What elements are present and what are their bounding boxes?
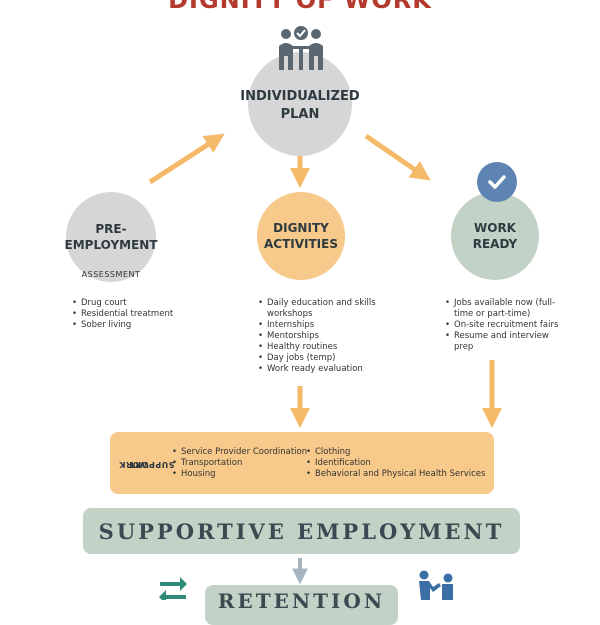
dignity-activities-list: Daily education and skills workshops Int… xyxy=(258,298,388,375)
arrow-plan-to-work-ready xyxy=(364,133,431,181)
checkmark-glyph xyxy=(488,175,506,189)
exchange-arrows-icon xyxy=(159,577,187,600)
pre-employment-label-line2: EMPLOYMENT xyxy=(64,238,158,252)
list-item: Behavioral and Physical Health Services xyxy=(306,469,486,480)
list-item: Transportation xyxy=(172,458,312,469)
plan-label-line1: INDIVIDUALIZED xyxy=(240,89,360,104)
list-item: Housing xyxy=(172,469,312,480)
dignity-label-line1: DIGNITY xyxy=(273,221,329,235)
list-item: Work ready evaluation xyxy=(258,364,388,375)
list-item: Residential treatment xyxy=(72,309,212,320)
dignity-activities-circle: DIGNITY ACTIVITIES xyxy=(257,192,345,280)
helping-hand-people-icon xyxy=(419,570,453,600)
list-item: Drug court xyxy=(72,298,212,309)
work-ready-list: Jobs available now (full-time or part-ti… xyxy=(445,298,565,353)
list-item: Internships xyxy=(258,320,388,331)
people-meeting-icon xyxy=(279,26,323,70)
arrow-pre-to-plan xyxy=(148,133,225,185)
work-ready-label-line1: WORK xyxy=(474,221,516,235)
list-item: Mentorships xyxy=(258,331,388,342)
supportive-employment-box: SUPPORTIVE EMPLOYMENT xyxy=(83,508,520,554)
plan-label-line2: PLAN xyxy=(280,107,320,122)
list-item: Clothing xyxy=(306,447,486,458)
list-item: Healthy routines xyxy=(258,342,388,353)
list-item: Resume and interview prep xyxy=(445,331,565,353)
pre-employment-circle: PRE- EMPLOYMENT xyxy=(64,192,158,282)
list-item: Sober living xyxy=(72,320,212,331)
list-item: Jobs available now (full-time or part-ti… xyxy=(445,298,565,320)
work-support-label: WORK SUPPORT xyxy=(119,440,175,488)
page-title: DIGNITY OF WORK xyxy=(168,0,432,14)
work-support-list-col2: Clothing Identification Behavioral and P… xyxy=(306,447,486,480)
work-support-list-col1: Service Provider Coordination Transporta… xyxy=(172,447,312,480)
list-item: Identification xyxy=(306,458,486,469)
list-item: Daily education and skills workshops xyxy=(258,298,388,320)
checkmark-icon xyxy=(477,162,517,202)
pre-employment-list: Drug court Residential treatment Sober l… xyxy=(72,298,212,331)
work-ready-circle: WORK READY xyxy=(451,192,539,280)
pre-employment-label-line1: PRE- xyxy=(95,222,127,236)
plan-label: INDIVIDUALIZED PLAN xyxy=(220,88,380,124)
work-ready-label-line2: READY xyxy=(472,237,518,251)
diagram-arrows xyxy=(148,133,502,585)
list-item: Day jobs (temp) xyxy=(258,353,388,364)
assessment-label: ASSESSMENT xyxy=(81,270,141,279)
list-item: On-site recruitment fairs xyxy=(445,320,565,331)
list-item: Service Provider Coordination xyxy=(172,447,312,458)
work-support-label-line2: SUPPORT xyxy=(129,459,175,469)
retention-box: RETENTION xyxy=(205,585,398,625)
dignity-label-line2: ACTIVITIES xyxy=(264,237,338,251)
retention-label: RETENTION xyxy=(217,589,386,613)
supportive-employment-label: SUPPORTIVE EMPLOYMENT xyxy=(98,518,505,544)
